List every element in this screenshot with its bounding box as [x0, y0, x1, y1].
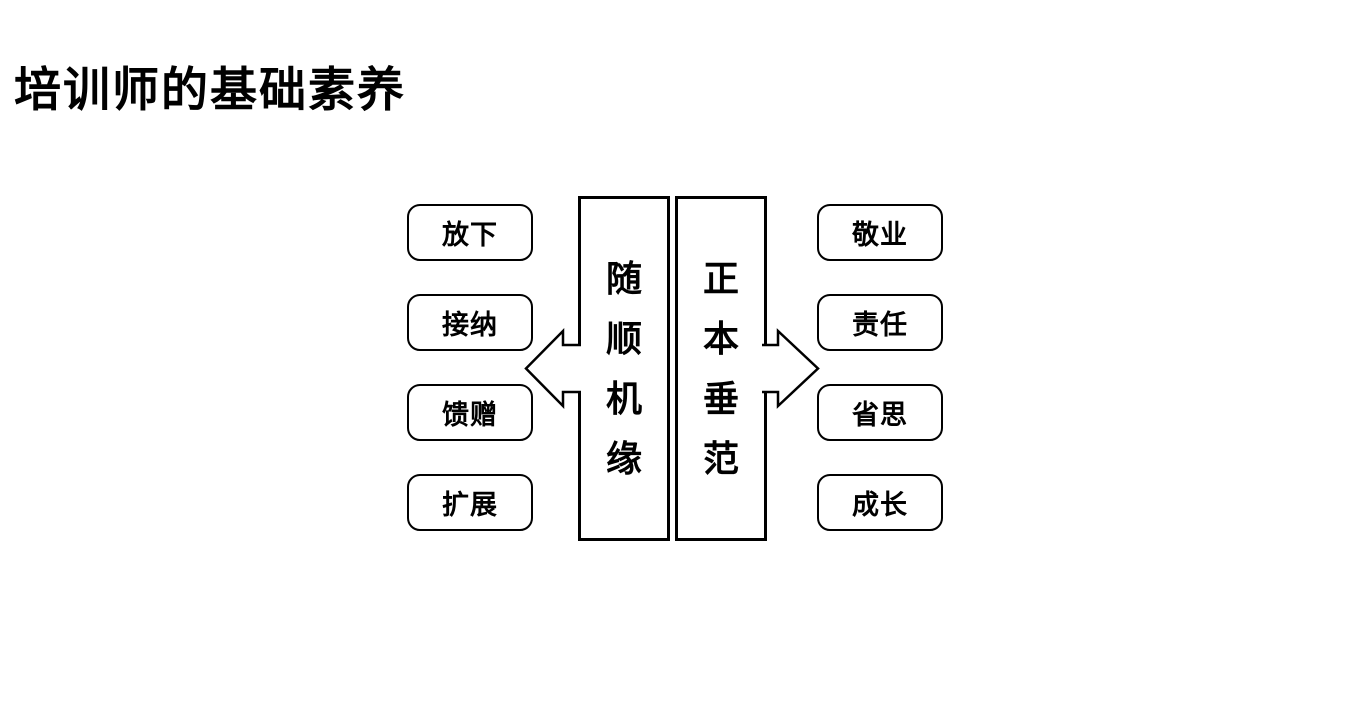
center-column-right: 正本垂范	[675, 196, 767, 541]
right-item-label: 成长	[852, 490, 908, 520]
center-column-right-label: 正本垂范	[702, 257, 739, 479]
right-item-label: 责任	[852, 310, 908, 340]
left-item-label: 馈赠	[442, 400, 498, 430]
left-item-box: 馈赠	[407, 384, 533, 441]
left-item-label: 放下	[442, 220, 498, 250]
right-item-box: 敬业	[817, 204, 943, 261]
left-item-label: 扩展	[442, 490, 498, 520]
left-item-box: 扩展	[407, 474, 533, 531]
left-item-box: 接纳	[407, 294, 533, 351]
slide-title: 培训师的基础素养	[14, 63, 406, 116]
left-item-box: 放下	[407, 204, 533, 261]
right-item-label: 敬业	[852, 220, 908, 250]
left-item-label: 接纳	[442, 310, 498, 340]
right-arrow-icon	[762, 328, 820, 409]
right-item-box: 省思	[817, 384, 943, 441]
right-item-box: 责任	[817, 294, 943, 351]
right-item-label: 省思	[852, 400, 908, 430]
right-item-box: 成长	[817, 474, 943, 531]
center-column-left: 随顺机缘	[578, 196, 670, 541]
center-column-left-label: 随顺机缘	[605, 257, 642, 479]
left-arrow-icon	[524, 327, 581, 410]
